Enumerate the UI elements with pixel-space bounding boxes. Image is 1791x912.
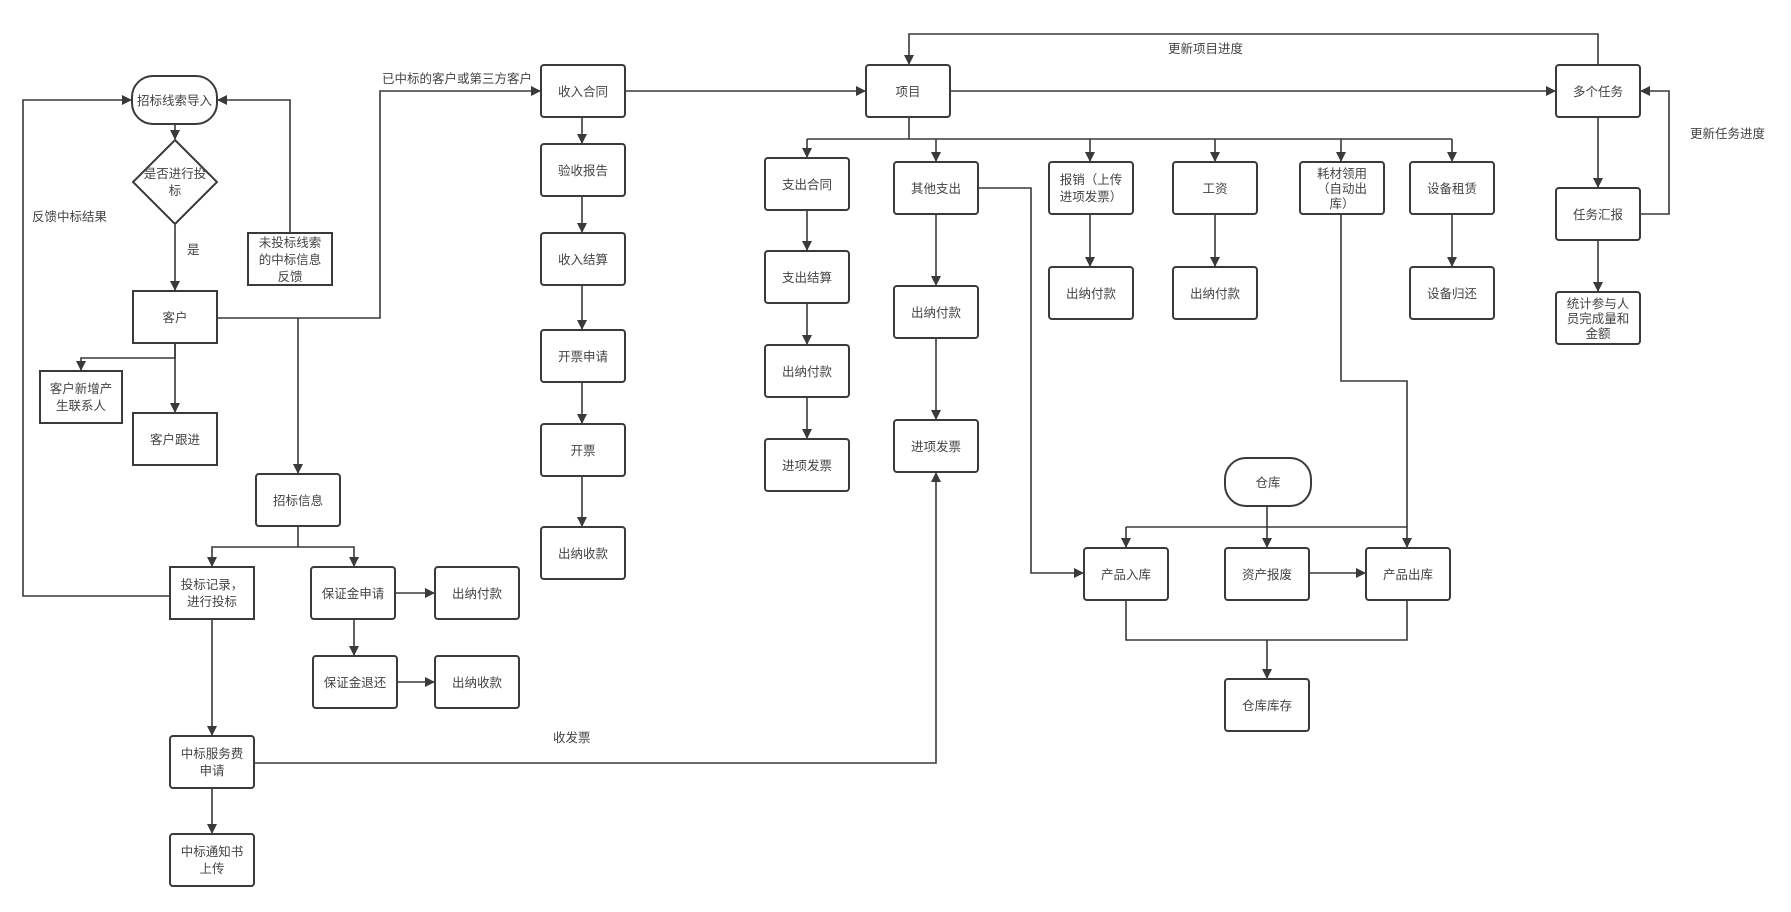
node-bid-decision[interactable]: 是否进行投 标 [132,139,218,225]
node-expense-contract[interactable]: 支出合同 [764,157,850,211]
node-asset-scrap[interactable]: 资产报废 [1224,547,1310,601]
edge-customer-to-bidinfo [217,317,303,474]
edge-feedback-to-lead [22,95,169,597]
node-deposit-apply[interactable]: 保证金申请 [310,566,396,620]
edge-project-bus [807,118,1452,140]
node-expense-input-invoice[interactable]: 进项发票 [764,438,850,492]
edge-in-out-to-stock [1125,600,1408,678]
node-equipment-return[interactable]: 设备归还 [1409,266,1495,320]
label-receive-invoice: 收发票 [553,730,591,745]
node-service-fee-apply[interactable]: 中标服务费 申请 [169,735,255,789]
node-warehouse-stock[interactable]: 仓库库存 [1224,678,1310,732]
label-feedback-result: 反馈中标结果 [32,209,108,224]
edge-tasks-to-project [904,33,1599,65]
edge-other-to-productin [979,187,1084,578]
node-income-settlement[interactable]: 收入结算 [540,232,626,286]
node-salary[interactable]: 工资 [1172,161,1258,215]
bid-decision-label: 是否进行投 标 [143,166,207,198]
label-update-project-progress: 更新项目进度 [1168,41,1244,56]
node-income-contract[interactable]: 收入合同 [540,64,626,118]
node-unbid-feedback[interactable]: 未投标线索 的中标信息 反馈 [247,232,333,286]
node-other-cashier-pay[interactable]: 出纳付款 [893,285,979,339]
edge-customer-to-contact [76,344,176,371]
node-product-out[interactable]: 产品出库 [1365,547,1451,601]
node-reimbursement[interactable]: 报销（上传 进项发票） [1048,161,1134,215]
node-customer-followup[interactable]: 客户跟进 [132,412,218,466]
node-other-input-invoice[interactable]: 进项发票 [893,419,979,473]
node-customer-new-contact[interactable]: 客户新增产 生联系人 [39,370,123,424]
node-project[interactable]: 项目 [865,64,951,118]
node-tasks[interactable]: 多个任务 [1555,64,1641,118]
node-task-stats[interactable]: 统计参与人 员完成量和 金额 [1555,291,1641,345]
node-invoice-apply[interactable]: 开票申请 [540,329,626,383]
node-income-cashier-receive[interactable]: 出纳收款 [540,526,626,580]
node-bid-record[interactable]: 投标记录， 进行投标 [169,566,255,620]
edge-unbid-to-lead [217,95,291,232]
node-bid-info[interactable]: 招标信息 [255,473,341,527]
edge-customer-to-income-contract [298,86,541,319]
node-award-notice-upload[interactable]: 中标通知书 上传 [169,833,255,887]
label-won-or-third-party: 已中标的客户或第三方客户 [382,71,533,86]
node-expense-cashier-pay[interactable]: 出纳付款 [764,344,850,398]
node-deposit-refund[interactable]: 保证金退还 [312,655,398,709]
node-product-in[interactable]: 产品入库 [1083,547,1169,601]
node-consumables[interactable]: 耗材领用 （自动出 库） [1299,161,1385,215]
node-deposit-cashier-pay[interactable]: 出纳付款 [434,566,520,620]
edge-consumables-to-productout [1340,215,1412,548]
edge-report-to-tasks [1640,86,1670,215]
edge-bidinfo-to-deposit [298,546,359,567]
edge-warehouse-bus [1126,506,1407,528]
node-salary-cashier-pay[interactable]: 出纳付款 [1172,266,1258,320]
node-invoicing[interactable]: 开票 [540,423,626,477]
node-expense-settlement[interactable]: 支出结算 [764,250,850,304]
label-update-task-progress: 更新任务进度 [1690,126,1766,141]
label-yes: 是 [187,242,200,257]
node-reimb-cashier-pay[interactable]: 出纳付款 [1048,266,1134,320]
edge-servicefee-to-input-invoice [254,472,941,764]
node-lead-import[interactable]: 招标线索导入 [131,75,218,125]
node-acceptance-report[interactable]: 验收报告 [540,143,626,197]
node-other-expense[interactable]: 其他支出 [893,161,979,215]
node-warehouse[interactable]: 仓库 [1224,457,1312,507]
edge-bidinfo-to-bidrecord [207,527,299,567]
diamond-shape [132,139,218,225]
node-task-report[interactable]: 任务汇报 [1555,187,1641,241]
node-equipment-lease[interactable]: 设备租赁 [1409,161,1495,215]
node-customer[interactable]: 客户 [132,290,218,344]
node-deposit-cashier-receive[interactable]: 出纳收款 [434,655,520,709]
